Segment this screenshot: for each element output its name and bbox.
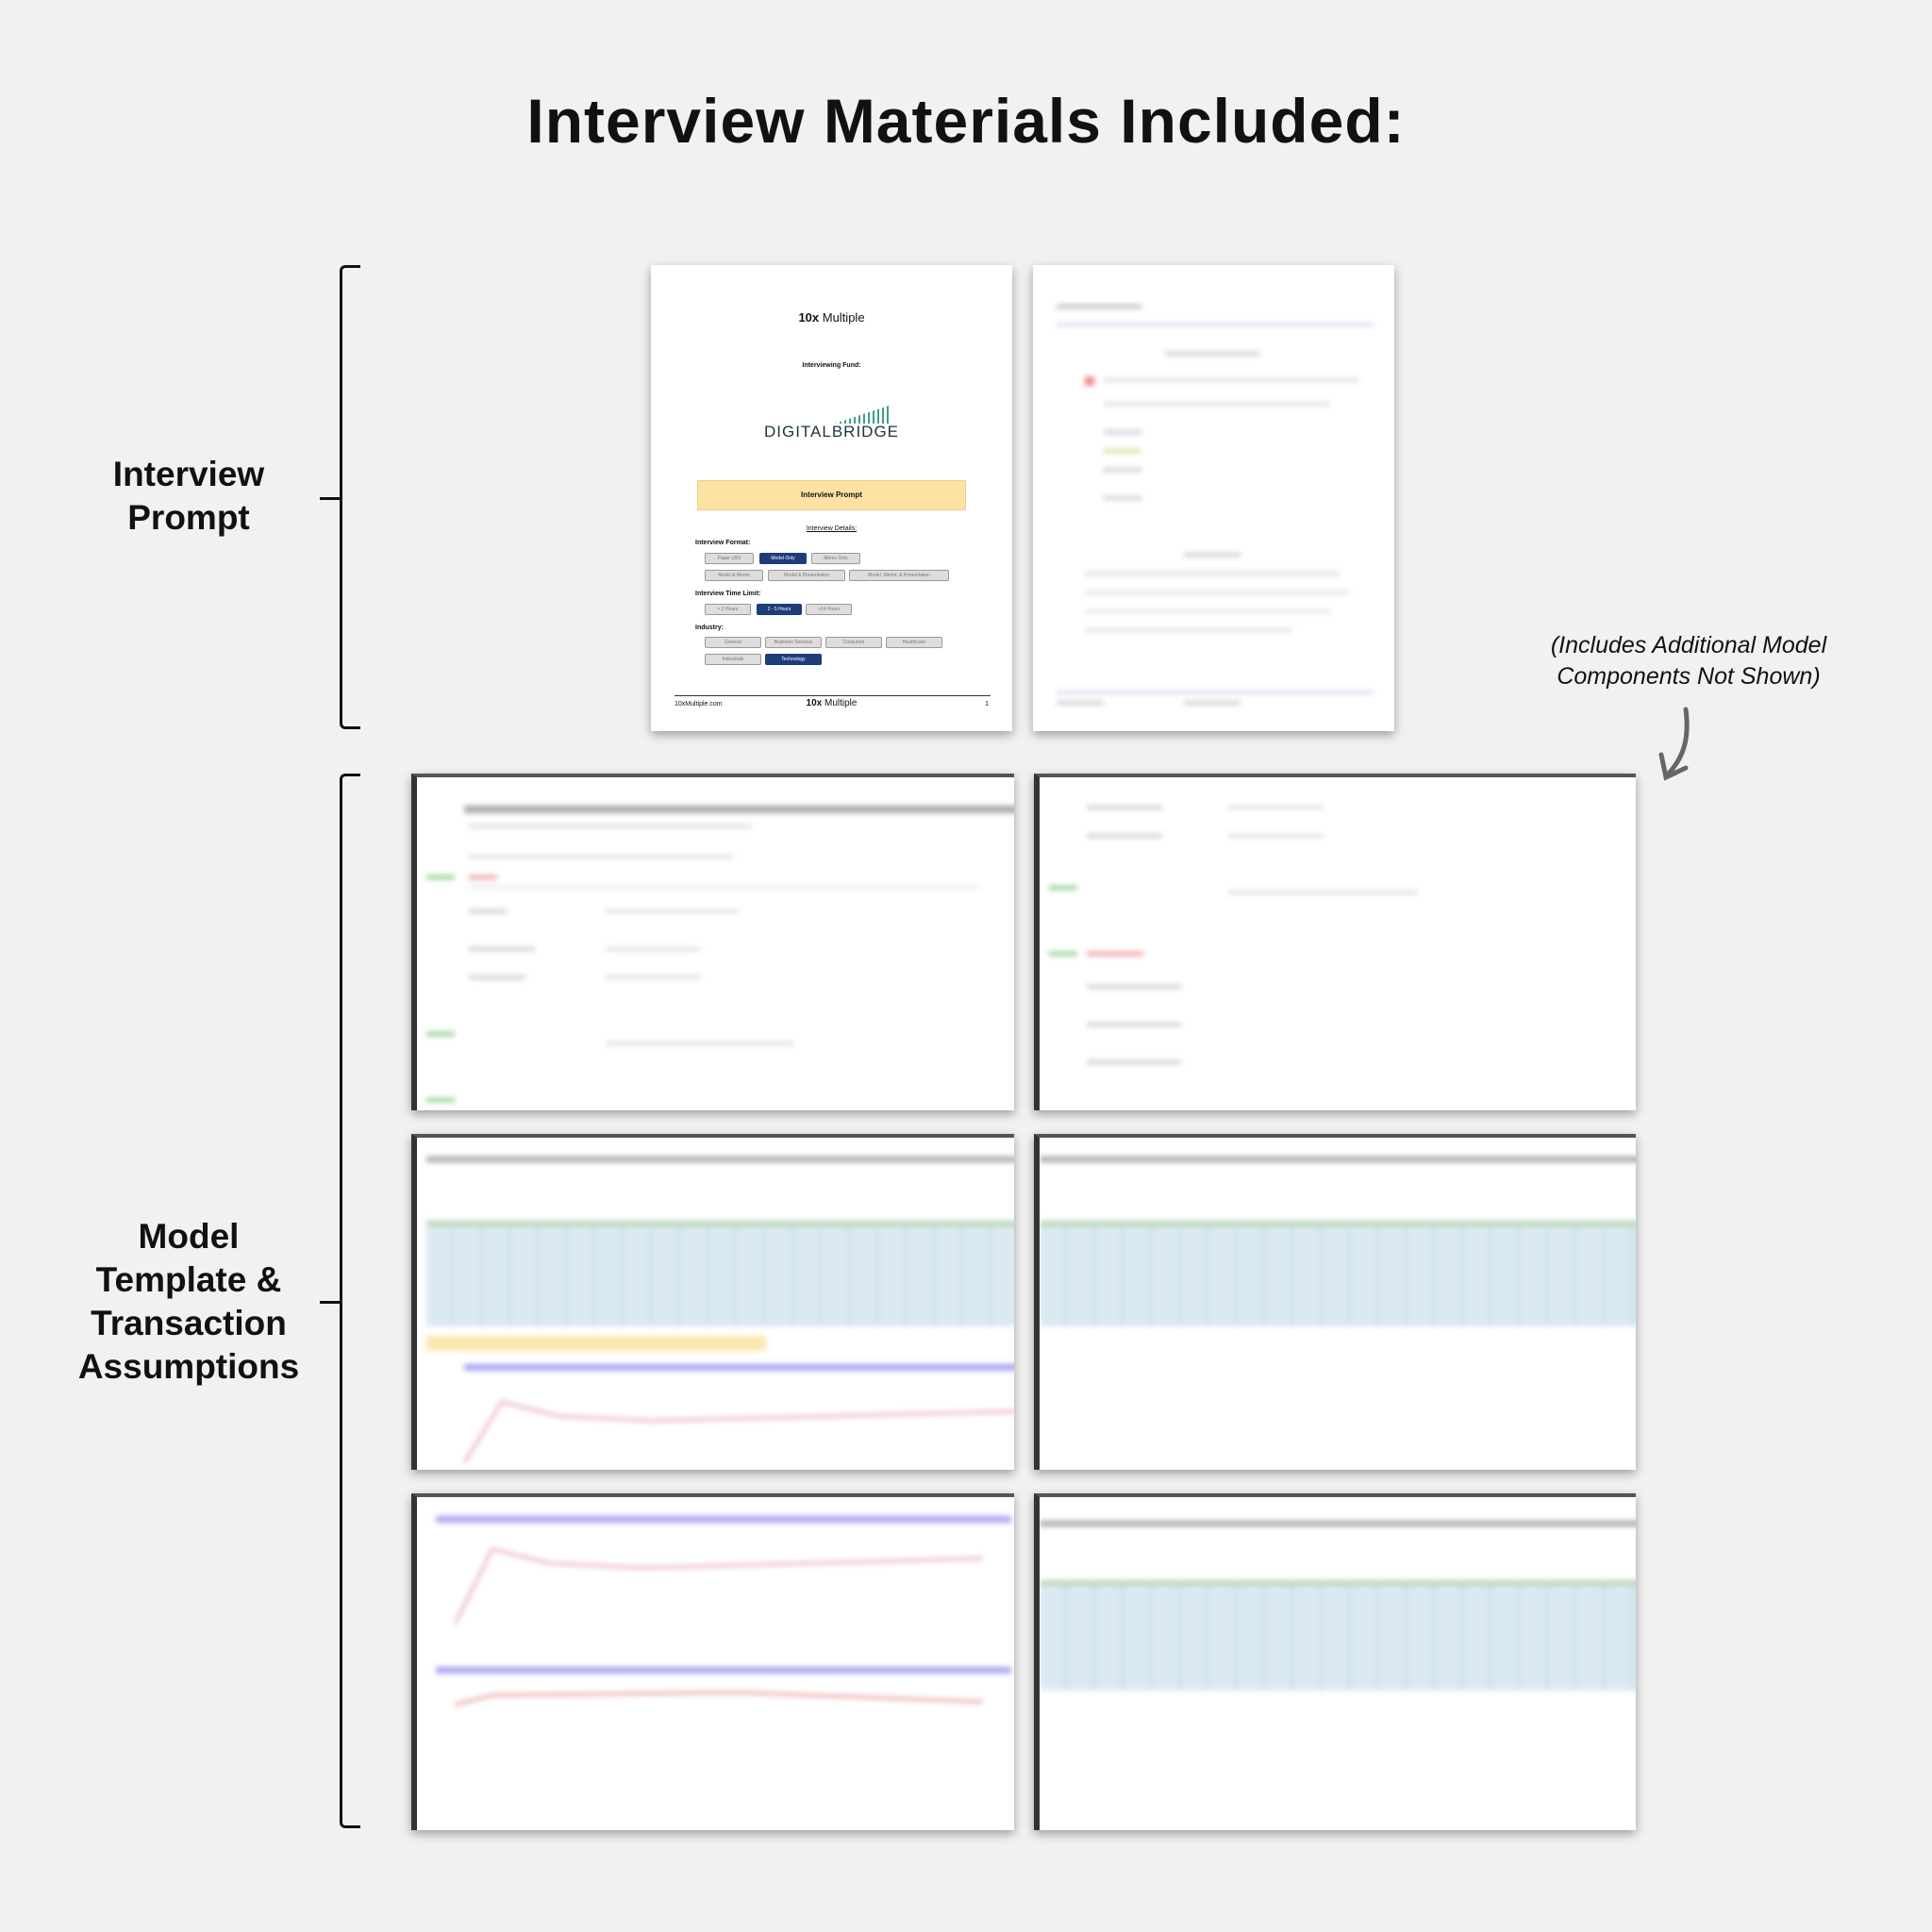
chip-format: Model & Memo xyxy=(705,570,763,581)
section-label-interview-prompt: Interview Prompt xyxy=(112,455,265,537)
model-screenshot-projections-2 xyxy=(1034,1134,1636,1470)
chip-industry: Healthcare xyxy=(886,637,942,648)
brand-logo: 10x Multiple xyxy=(798,310,865,325)
bracket-model xyxy=(320,774,360,1828)
chip-industry: General xyxy=(705,637,761,648)
chip-industry: Industrials xyxy=(705,654,761,665)
chip-format: Memo Only xyxy=(811,553,860,564)
prompt-banner: Interview Prompt xyxy=(697,480,966,510)
page-number: 1 xyxy=(985,701,989,708)
format-label: Interview Format: xyxy=(695,540,751,546)
time-label: Interview Time Limit: xyxy=(695,591,761,597)
model-screenshot-assumptions-2 xyxy=(1034,774,1636,1110)
chip-format: Model, Memo, & Presentation xyxy=(849,570,949,581)
chip-time: < 2 Hours xyxy=(705,604,751,615)
chip-format: Model & Presentation xyxy=(768,570,845,581)
interview-prompt-page-2-blurred xyxy=(1033,265,1394,731)
chip-format-selected: Model Only xyxy=(759,553,807,564)
section-label-model: Model Template & Transaction Assumptions xyxy=(77,1217,300,1386)
chip-industry-selected: Technology xyxy=(765,654,822,665)
model-screenshot-returns xyxy=(1034,1493,1636,1830)
model-screenshot-assumptions-1 xyxy=(411,774,1014,1110)
chip-format: Paper LBO xyxy=(705,553,754,564)
fund-logo-bars xyxy=(835,405,891,424)
page-title: Interview Materials Included: xyxy=(526,86,1406,156)
footer-brand: 10x Multiple xyxy=(806,698,858,708)
details-heading: Interview Details: xyxy=(806,525,858,532)
model-screenshot-projections-1 xyxy=(411,1134,1014,1470)
fund-logo: DIGITALBRIDGE xyxy=(763,423,900,441)
curved-arrow-icon xyxy=(1658,707,1690,781)
model-screenshot-charts xyxy=(411,1493,1014,1830)
interview-prompt-cover-page: 10x Multiple Interviewing Fund: DIGITALB… xyxy=(651,265,1012,731)
chip-time: >24 Hours xyxy=(806,604,852,615)
footer-url: 10xMultiple.com xyxy=(675,701,723,708)
chip-industry: Business Services xyxy=(765,637,822,648)
chip-time-selected: 2 - 5 Hours xyxy=(757,604,802,615)
industry-label: Industry: xyxy=(695,625,724,631)
bracket-interview-prompt xyxy=(320,265,360,729)
footer-divider xyxy=(675,695,991,696)
chip-industry: Consumer xyxy=(825,637,882,648)
fund-label: Interviewing Fund: xyxy=(802,362,861,369)
annotation-note: (Includes Additional Model Components No… xyxy=(1550,632,1827,690)
